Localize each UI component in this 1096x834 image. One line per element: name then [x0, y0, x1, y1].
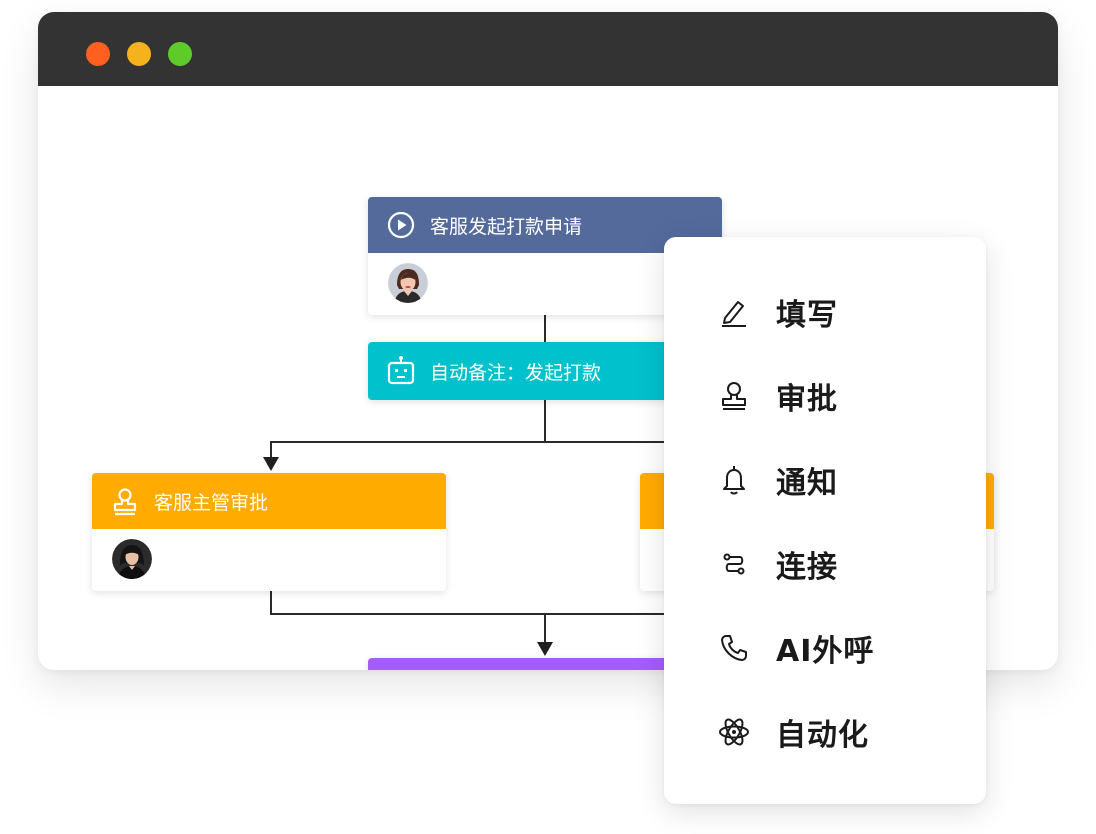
connector-line — [270, 441, 272, 457]
menu-item-label: 填写 — [776, 298, 838, 333]
phone-icon — [714, 628, 754, 668]
flow-node-approval-left-title: 客服主管审批 — [154, 491, 269, 514]
pencil-icon — [714, 292, 754, 332]
menu-item-label: 自动化 — [776, 718, 869, 753]
flow-node-approval-left[interactable]: 客服主管审批 — [92, 473, 446, 591]
arrow-down-icon — [537, 642, 553, 656]
bell-icon — [714, 460, 754, 500]
menu-item-label: 连接 — [776, 550, 838, 585]
menu-item-label: 通知 — [776, 466, 838, 501]
flow-node-start-title: 客服发起打款申请 — [430, 215, 583, 238]
flow-node-auto-title: 自动备注：发起打款 — [430, 361, 602, 384]
add-node-menu: 填写 审批 通知 连接 AI外呼 自动化 — [664, 237, 986, 804]
connector-line — [544, 400, 546, 442]
minimize-window-button[interactable] — [127, 42, 151, 66]
flow-node-start[interactable]: 客服发起打款申请 — [368, 197, 722, 315]
menu-item-fill[interactable]: 填写 — [714, 284, 838, 340]
arrow-down-icon — [263, 457, 279, 471]
connector-line — [270, 441, 910, 443]
connector-line — [544, 613, 546, 643]
connector-line — [270, 591, 272, 615]
flow-node-auto-header: 自动备注：发起打款 — [368, 342, 668, 400]
connector-line — [544, 314, 546, 342]
avatar — [388, 263, 428, 303]
menu-item-connect[interactable]: 连接 — [714, 536, 838, 592]
flow-node-start-body — [368, 253, 722, 313]
atom-icon — [714, 712, 754, 752]
menu-item-ai-call[interactable]: AI外呼 — [714, 620, 874, 676]
flow-node-end[interactable] — [368, 658, 722, 670]
menu-item-notify[interactable]: 通知 — [714, 452, 838, 508]
menu-item-automation[interactable]: 自动化 — [714, 704, 869, 760]
menu-item-label: 审批 — [776, 382, 838, 417]
maximize-window-button[interactable] — [168, 42, 192, 66]
flow-node-approval-left-header: 客服主管审批 — [92, 473, 446, 529]
flow-node-approval-left-body — [92, 529, 446, 589]
avatar — [112, 539, 152, 579]
stamp-icon — [714, 376, 754, 416]
play-circle-icon — [386, 210, 416, 240]
title-bar — [38, 12, 1058, 86]
close-window-button[interactable] — [86, 42, 110, 66]
connector-line — [270, 613, 910, 615]
flow-node-start-header: 客服发起打款申请 — [368, 197, 722, 253]
menu-item-label: AI外呼 — [776, 634, 875, 669]
robot-icon — [386, 356, 416, 386]
menu-item-approve[interactable]: 审批 — [714, 368, 838, 424]
connector-icon — [714, 544, 754, 584]
flow-node-auto[interactable]: 自动备注：发起打款 — [368, 342, 668, 400]
stamp-icon — [110, 486, 140, 516]
